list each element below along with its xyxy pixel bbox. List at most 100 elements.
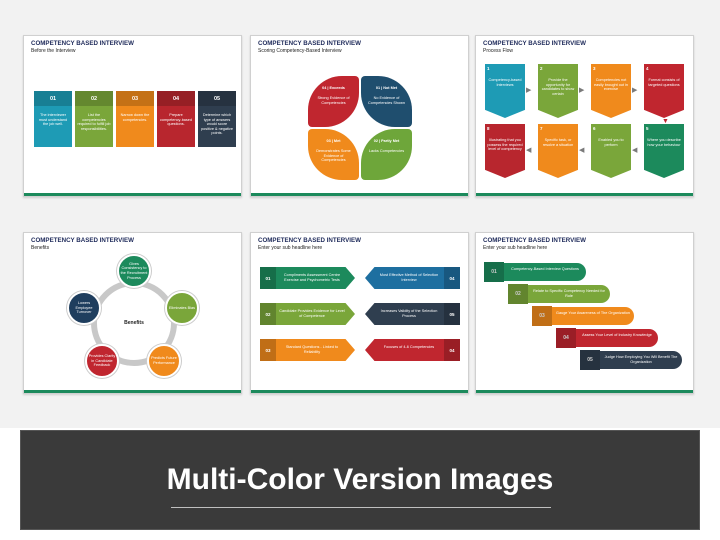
stair-step: 04 Assess Your Level of Industry Knowledg… bbox=[556, 328, 658, 348]
center-label: Benefits bbox=[124, 320, 144, 326]
step-text: Specific task, or resolve a situation bbox=[542, 138, 574, 147]
step-number: 04 bbox=[556, 328, 576, 348]
arrow-icon: ◀ bbox=[526, 147, 532, 154]
slide-title: COMPETENCY BASED INTERVIEW bbox=[31, 237, 134, 244]
benefit-text: Eliminates Bias bbox=[169, 305, 195, 310]
step-number: 03 bbox=[532, 306, 552, 326]
benefit-text: Provides Clarity in Candidate Feedback bbox=[88, 354, 116, 368]
slide-thumbnail-process-flow[interactable]: COMPETENCY BASED INTERVIEW Process Flow … bbox=[475, 35, 694, 197]
step-text: Assess Your Level of Industry Knowledge bbox=[582, 333, 652, 337]
step-text: Enabled you to perform bbox=[598, 138, 624, 147]
step-number: 01 bbox=[484, 262, 504, 282]
step-text: Competency-based Interviews bbox=[488, 78, 522, 87]
step-number: 5 bbox=[646, 126, 649, 131]
right-tag: 04 Most Effective Method of Selection Int… bbox=[365, 267, 460, 289]
step-text: Narrow down the competencies. bbox=[120, 113, 150, 122]
tag-text: Increases Validity of the Selection Proc… bbox=[380, 309, 438, 318]
step-number: 05 bbox=[580, 350, 600, 370]
step-text: Relate to Specific Competency Needed for… bbox=[533, 289, 605, 298]
step-number: 01 bbox=[34, 91, 72, 106]
step-text: Competencies not easily brought out in e… bbox=[594, 78, 628, 92]
step-text: List the competencies required to fulfil… bbox=[77, 113, 111, 131]
slide-thumbnail-before-interview[interactable]: COMPETENCY BASED INTERVIEW Before the In… bbox=[23, 35, 242, 197]
step-text: Format consists of targeted questions bbox=[648, 78, 680, 87]
arrow-icon: ▶ bbox=[632, 87, 638, 94]
slide-title: COMPETENCY BASED INTERVIEW bbox=[258, 40, 361, 47]
tag-text: Most Effective Method of Selection Inter… bbox=[379, 273, 439, 282]
right-tag: 05 Increases Validity of the Selection Pr… bbox=[365, 303, 460, 325]
step-text: Gauge Your Awareness of The Organization bbox=[556, 311, 630, 315]
slide-title: COMPETENCY BASED INTERVIEW bbox=[258, 237, 361, 244]
slide-footer-bar bbox=[251, 193, 468, 196]
benefit-text: Predicts Future Performance bbox=[151, 356, 177, 365]
petal-text: Strong Evidence of Competencies bbox=[317, 96, 350, 105]
slide-footer-bar bbox=[24, 193, 241, 196]
step-text: Where you describe how your behaviour bbox=[647, 138, 681, 147]
step-number: 8 bbox=[487, 126, 490, 131]
step-number: 7 bbox=[540, 126, 543, 131]
slide-title: COMPETENCY BASED INTERVIEW bbox=[483, 237, 586, 244]
arrow-icon: ▶ bbox=[579, 87, 585, 94]
slide-thumbnail-benefits[interactable]: COMPETENCY BASED INTERVIEW Benefits Bene… bbox=[23, 232, 242, 394]
benefit-circle: Gives Consistency to the Recruitment Pro… bbox=[117, 254, 151, 288]
slide-subtitle: Scoring Competency-Based Interview bbox=[258, 48, 342, 54]
arrow-icon: ▶ bbox=[526, 87, 532, 94]
petal-text: Lacks Competencies bbox=[368, 149, 405, 153]
tag-text: Compliments Assessment Centre Exercise a… bbox=[283, 273, 341, 282]
step-text: Illustrating that you possess the requir… bbox=[487, 138, 523, 152]
slide-footer-bar bbox=[476, 193, 693, 196]
stair-step: 02 Relate to Specific Competency Needed f… bbox=[508, 284, 610, 304]
tag-number: 04 bbox=[444, 267, 460, 289]
stair-step: 01 Competency-Based Interview Questions bbox=[484, 262, 586, 282]
tag-number: 05 bbox=[444, 303, 460, 325]
step-number: 1 bbox=[487, 66, 490, 71]
banner-title: Multi-Color Version Images bbox=[166, 463, 554, 496]
benefit-circle: Lowers Employee Turnover bbox=[67, 291, 101, 325]
arrow-down-icon: ▼ bbox=[662, 118, 669, 125]
slide-footer-bar bbox=[476, 390, 693, 393]
step-text: Competency-Based Interview Questions bbox=[511, 267, 579, 271]
tag-text: Candidate Provides Evidence for Level of… bbox=[279, 309, 345, 318]
slide-thumbnail-two-columns[interactable]: COMPETENCY BASED INTERVIEW Enter your su… bbox=[250, 232, 469, 394]
slide-subtitle: Process Flow bbox=[483, 48, 514, 54]
slide-thumbnail-staircase[interactable]: COMPETENCY BASED INTERVIEW Enter your su… bbox=[475, 232, 694, 394]
slide-thumbnail-scoring[interactable]: COMPETENCY BASED INTERVIEW Scoring Compe… bbox=[250, 35, 469, 197]
slide-subtitle: Before the Interview bbox=[31, 48, 76, 54]
step-number: 4 bbox=[646, 66, 649, 71]
step-number: 02 bbox=[508, 284, 528, 304]
step-number: 6 bbox=[593, 126, 596, 131]
step-text: The interviewer must understand the job … bbox=[38, 113, 68, 127]
step-number: 2 bbox=[540, 66, 543, 71]
petal-heading: 02 | Partly Met bbox=[373, 139, 400, 143]
step-text: Determine which type of answers would sc… bbox=[201, 113, 233, 136]
petal-heading: 01 | Not Met bbox=[375, 86, 398, 90]
benefit-circle: Eliminates Bias bbox=[165, 291, 199, 325]
step-number: 03 bbox=[116, 91, 154, 106]
section-banner: Multi-Color Version Images bbox=[20, 430, 700, 530]
arrow-icon: ◀ bbox=[632, 147, 638, 154]
slide-footer-bar bbox=[24, 390, 241, 393]
slide-subtitle: Enter your sub headline here bbox=[483, 245, 548, 251]
benefit-circle: Predicts Future Performance bbox=[147, 344, 181, 378]
slide-footer-bar bbox=[251, 390, 468, 393]
banner-divider bbox=[171, 507, 551, 508]
step-text: Prepare competency-based questions. bbox=[159, 113, 193, 127]
petal-heading: 03 | Met bbox=[326, 139, 341, 143]
